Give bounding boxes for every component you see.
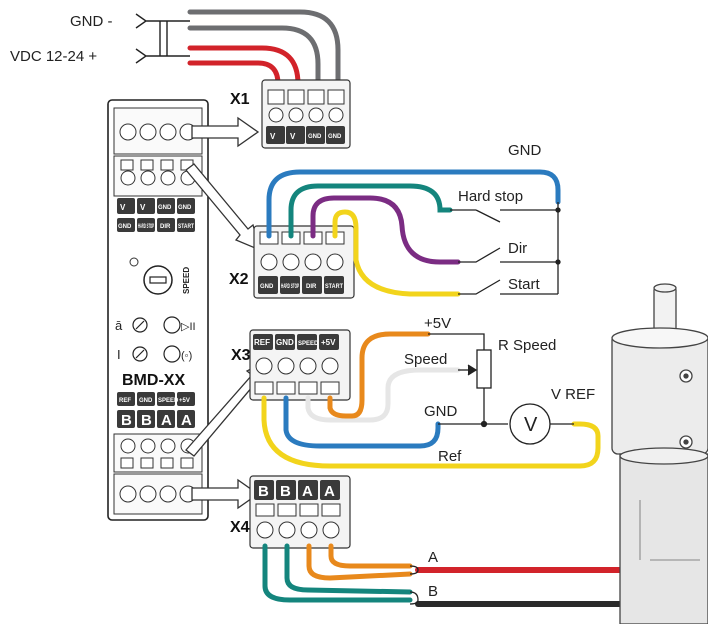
status-icon: (◦) [181,350,192,362]
dev-row2-tag-4: START [178,224,194,230]
speed-gnd-label: GND [424,403,458,420]
v-ref-label: V REF [551,386,595,403]
x4-label: X4 [230,519,250,536]
x3-tag-4: +5V [321,338,336,347]
x4-tag-4: A [324,483,335,500]
motor-wires [262,543,629,607]
phase-b-label: B [428,583,438,600]
dir-label: Dir [508,240,527,257]
dev-row4-tag-3: A [161,412,172,429]
vdc-power-label: VDC 12-24 + [10,48,97,65]
control-switches [450,202,561,295]
dev-row3-tag-3: SPEED [158,398,179,404]
x1-tag-2: V [290,132,296,141]
bmd-device: V V GND GND GND HARD STOP DIR START SPEE… [107,99,209,521]
dev-row4-tag-1: B [121,412,132,429]
x3-tag-2: GND [276,338,294,347]
x2-tag-4: START [325,284,343,290]
x1-label: X1 [230,91,250,108]
dev-row2-tag-3: DIR [160,224,171,230]
x2-tag-3: DIR [306,284,317,290]
ctrl-a-label: ā [115,318,123,333]
hard-stop-label: Hard stop [458,188,523,205]
ctrl-i-label: I [117,347,121,362]
dev-row3-tag-1: REF [119,398,131,404]
dev-row1-tag-4: GND [178,205,192,211]
dev-row2-tag-1: GND [118,224,132,230]
dev-row3-tag-2: GND [139,398,153,404]
control-gnd-label: GND [508,142,542,159]
connector-x4: X4 B B A A [230,475,351,549]
x1-tag-3: GND [308,134,322,140]
speed-wires [261,331,601,469]
gnd-power-label: GND - [70,13,113,30]
plus5v-label: +5V [424,315,451,332]
x4-tag-3: A [302,483,313,500]
connector-x3: X3 REF GND SPEED +5V [231,329,351,401]
x4-tag-2: B [280,483,291,500]
connector-x1: X1 V V GND GND [230,79,351,149]
x1-tag-4: GND [328,134,342,140]
pointer-arrows [185,116,269,510]
phase-a-label: A [428,549,438,566]
start-label: Start [508,276,541,293]
x3-tag-1: REF [254,338,270,347]
x2-tag-1: GND [260,284,274,290]
play-pause-button[interactable] [163,316,181,334]
x2-label: X2 [229,271,249,288]
play-pause-icon: ▷II [181,321,196,333]
stepper-motor [611,283,708,624]
dev-row1-tag-1: V [120,203,126,212]
r-speed-label: R Speed [498,337,556,354]
x4-tag-1: B [258,483,269,500]
ref-label: Ref [438,448,462,465]
x3-tag-3: SPEED [298,341,319,347]
status-led [163,345,181,363]
power-wires [187,9,341,93]
control-wires [266,169,561,297]
x3-label: X3 [231,347,251,364]
dev-row4-tag-2: B [141,412,152,429]
speed-circuit [428,333,574,445]
voltmeter-symbol: V [524,414,538,436]
r-speed-resistor [476,349,492,389]
dev-row1-tag-3: GND [158,205,172,211]
dev-row1-tag-2: V [140,203,146,212]
speed-label: Speed [404,351,447,368]
dev-row3-tag-4: +5V [179,398,190,404]
motor-wire-joins [409,565,419,605]
speed-knob-label: SPEED [182,267,191,294]
x2-tag-2: HARD STOP [281,284,299,290]
device-model: BMD-XX [122,372,185,389]
dev-row2-tag-2: HARD STOP [138,224,154,230]
dev-row4-tag-4: A [181,412,192,429]
power-input: GND - VDC 12-24 + [10,13,190,65]
x1-tag-1: V [270,132,276,141]
